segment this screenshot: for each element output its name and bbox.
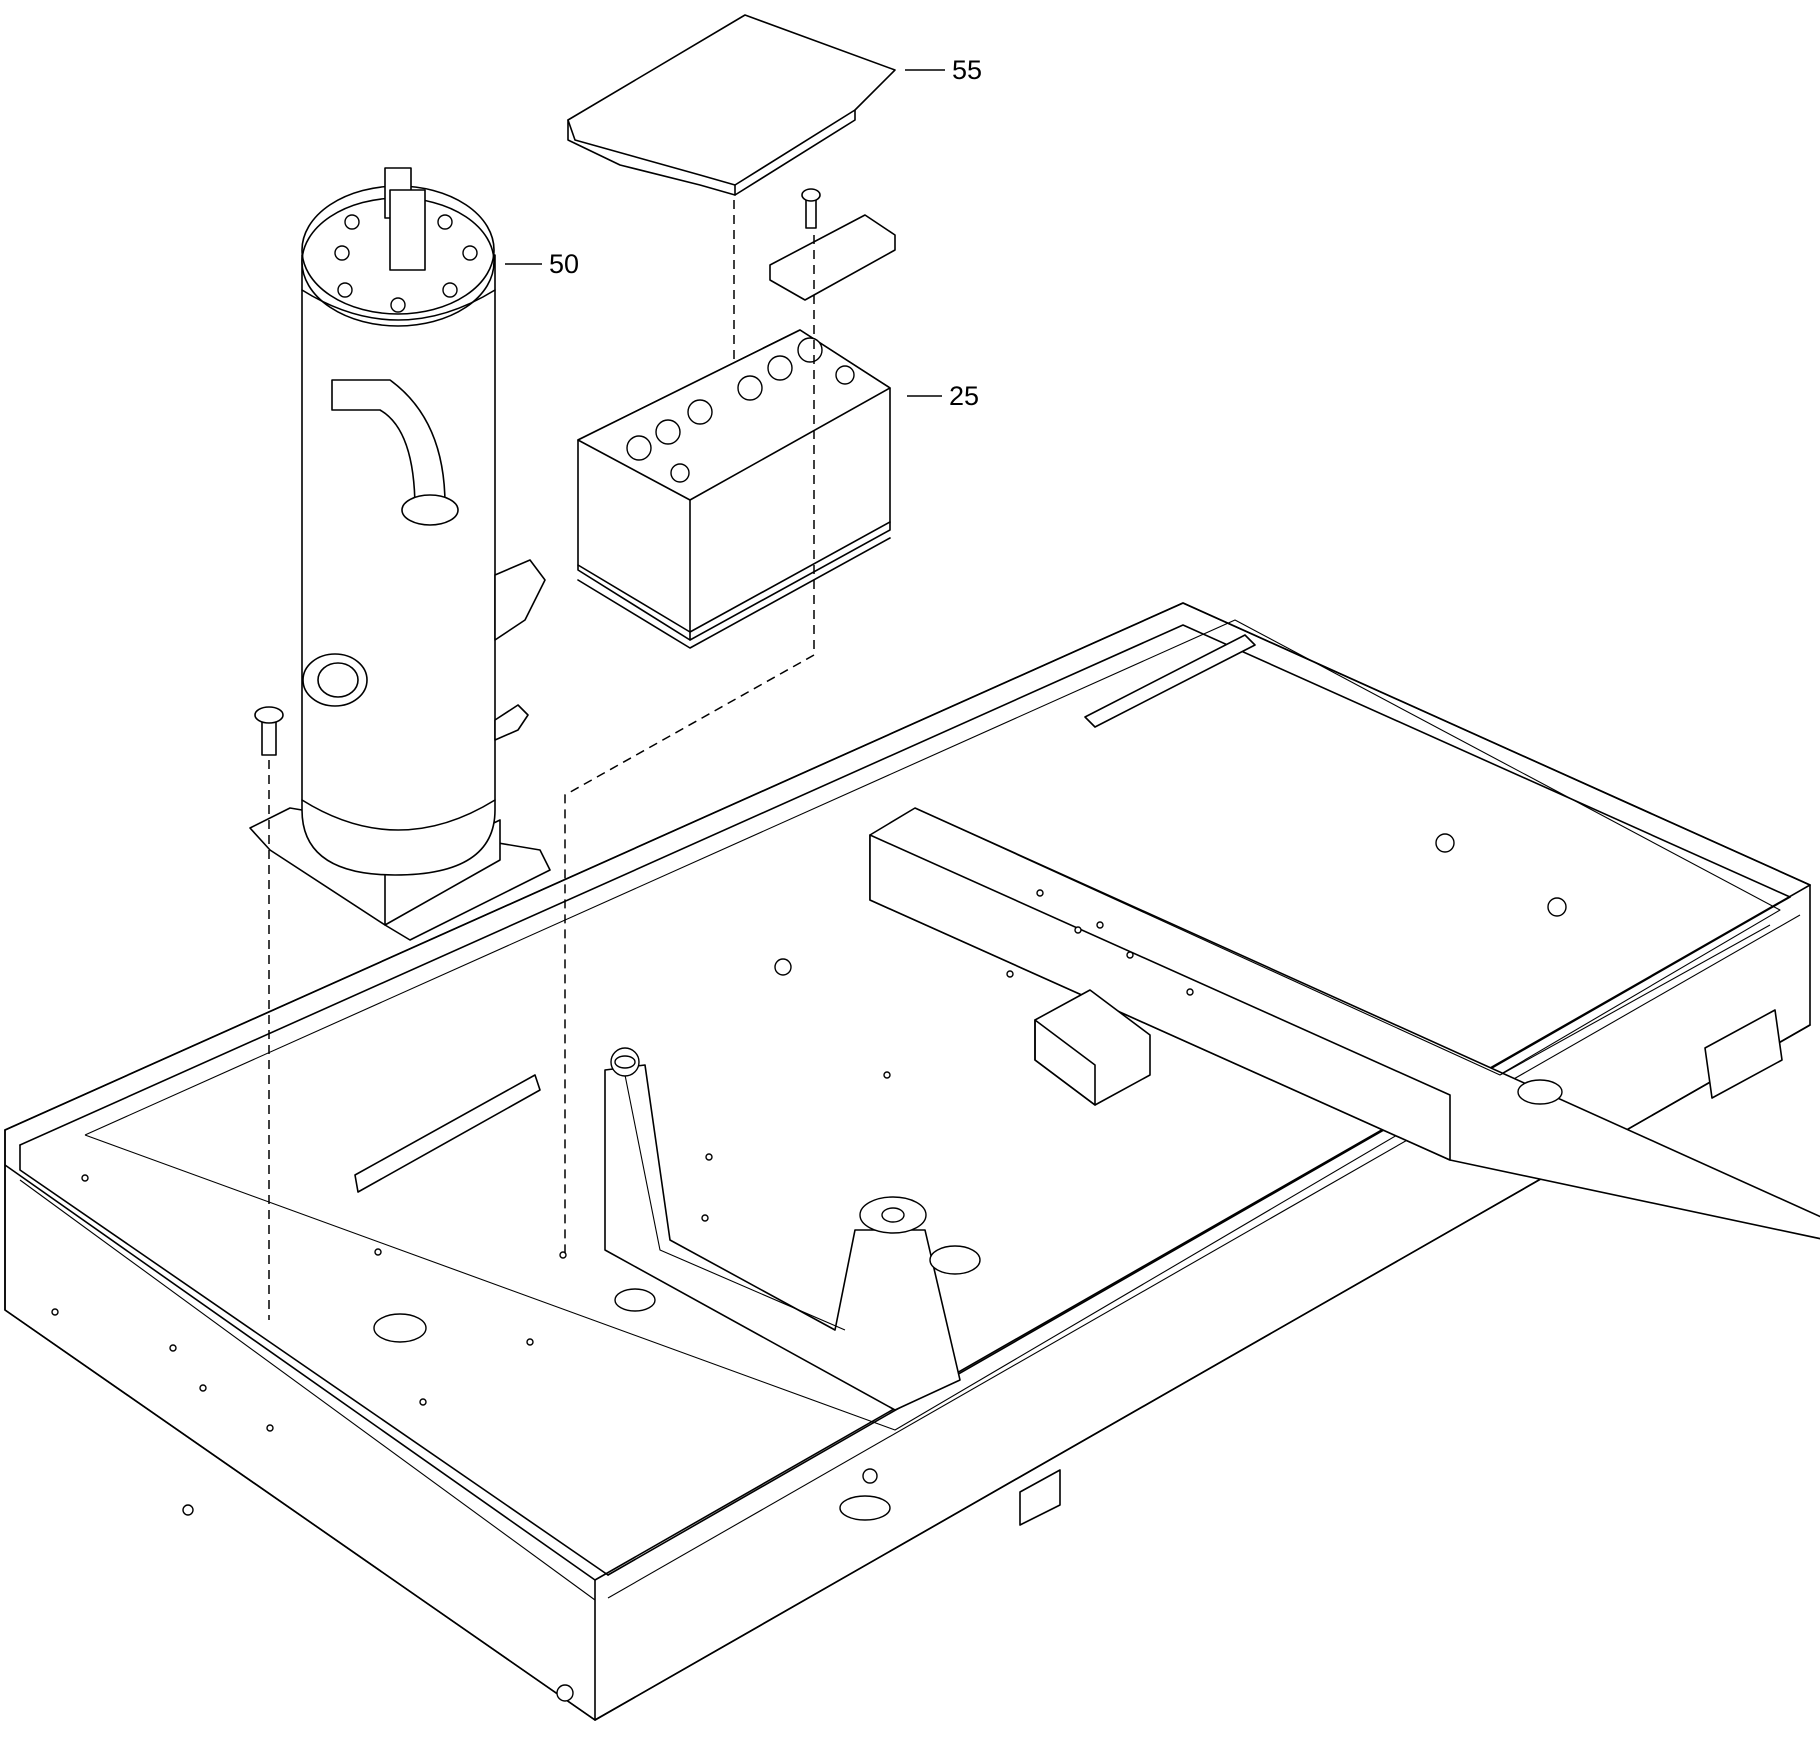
floor-hole xyxy=(373,1313,427,1343)
base-frame-side-line xyxy=(19,1179,596,1601)
floor-hole-small xyxy=(1036,889,1044,897)
frame-hole-small xyxy=(81,1174,89,1182)
floor-hole-small xyxy=(1186,988,1194,996)
floor-nut xyxy=(862,1468,878,1484)
base-frame-bottom-left xyxy=(4,1164,596,1721)
clamp-bar xyxy=(769,214,896,301)
floor-hole-small xyxy=(1126,951,1134,959)
floor-hole xyxy=(614,1288,656,1312)
floor-nut xyxy=(774,958,792,976)
flange-bolt xyxy=(442,282,458,298)
floor-nut xyxy=(1547,897,1567,917)
base-frame-side-line-right xyxy=(607,914,1801,1599)
cross-member-face xyxy=(869,834,1451,1161)
flange-bolt xyxy=(337,282,353,298)
floor-hole xyxy=(839,1495,891,1521)
cross-member-edge xyxy=(914,807,1771,1076)
flange-bolt xyxy=(334,245,350,261)
tank-bottom-seam xyxy=(301,799,496,831)
battery-cover xyxy=(567,14,896,196)
callout-25: 25 xyxy=(907,381,979,411)
tank-valve-body xyxy=(389,189,426,271)
callout-50: 50 xyxy=(505,249,579,279)
floor-hole-small xyxy=(266,1424,274,1432)
frame-hole xyxy=(182,1504,194,1516)
base-frame xyxy=(4,602,1820,1721)
floor-hole-small xyxy=(1074,926,1082,934)
battery-terminal-negative xyxy=(670,463,690,483)
floor-hole-small xyxy=(705,1153,713,1161)
base-frame-front-left-face xyxy=(4,1129,596,1721)
floor-hole xyxy=(1517,1079,1563,1105)
mount-pad-right-hole xyxy=(881,1207,905,1223)
tank-side-nozzle xyxy=(494,559,546,641)
battery-terminal-positive xyxy=(835,365,855,385)
flange-bolt xyxy=(390,297,406,313)
base-frame-top-edge xyxy=(4,602,1811,1131)
battery-cover-side xyxy=(734,109,856,196)
flange-bolt xyxy=(462,245,478,261)
battery-vent-cap xyxy=(797,337,823,363)
battery-clamp xyxy=(769,188,896,301)
floor-hole-small xyxy=(169,1344,177,1352)
callout-label: 25 xyxy=(949,381,979,411)
air-receiver-tank xyxy=(249,167,551,941)
base-frame-front-right-inner xyxy=(607,896,1791,1576)
clamp-bolt xyxy=(805,197,817,229)
base-frame-floor xyxy=(84,619,1781,1431)
battery xyxy=(577,329,891,649)
tank-drain-nozzle xyxy=(494,704,529,741)
base-frame-front-left-inner xyxy=(19,1144,609,1576)
frame-hole xyxy=(556,1684,574,1702)
callout-55: 55 xyxy=(905,55,982,85)
tank-body xyxy=(301,254,496,876)
battery-cover-lip xyxy=(567,119,736,196)
pipe-flange xyxy=(401,494,459,526)
tank-port-inner xyxy=(317,662,359,698)
floor-hole xyxy=(929,1245,981,1275)
assembly-lines xyxy=(268,200,815,1320)
floor-hole-small xyxy=(559,1251,567,1259)
floor-hole-small xyxy=(419,1398,427,1406)
floor-hole-small xyxy=(1006,970,1014,978)
callout-label: 55 xyxy=(952,55,982,85)
battery-top xyxy=(577,329,891,501)
battery-vent-cap xyxy=(655,419,681,445)
battery-cover-plate xyxy=(567,14,896,186)
lower-bracket xyxy=(1019,1469,1061,1526)
base-frame-rim-inner xyxy=(19,624,1791,1146)
floor-hole-small xyxy=(199,1384,207,1392)
end-bracket xyxy=(1704,1009,1783,1099)
floor-hole-small xyxy=(701,1214,709,1222)
battery-vent-cap xyxy=(767,355,793,381)
rear-rail xyxy=(1084,634,1256,728)
callout-label: 50 xyxy=(549,249,579,279)
tank-top-seam xyxy=(301,289,496,321)
left-rail-strip xyxy=(354,1074,541,1193)
engine-mount-inner xyxy=(624,1074,846,1331)
floor-hole-small xyxy=(1096,921,1104,929)
mount-bolt-head xyxy=(254,706,284,724)
floor-nut xyxy=(1435,833,1455,853)
battery-vent-cap xyxy=(737,375,763,401)
frame-hole-small xyxy=(51,1308,59,1316)
flange-bolt xyxy=(344,214,360,230)
floor-hole-small xyxy=(526,1338,534,1346)
floor-hole-small xyxy=(374,1248,382,1256)
floor-hole-small xyxy=(883,1071,891,1079)
u-bracket-inner xyxy=(1034,1019,1096,1106)
mount-pad-left-hole xyxy=(614,1055,636,1069)
battery-base-rim-lower xyxy=(577,537,891,649)
clamp-bolt-head xyxy=(801,188,821,202)
assembly-line-clamp xyxy=(564,235,815,1258)
battery-base-rim xyxy=(577,521,891,633)
flange-bolt xyxy=(437,214,453,230)
battery-vent-cap xyxy=(687,399,713,425)
battery-vent-cap xyxy=(626,435,652,461)
